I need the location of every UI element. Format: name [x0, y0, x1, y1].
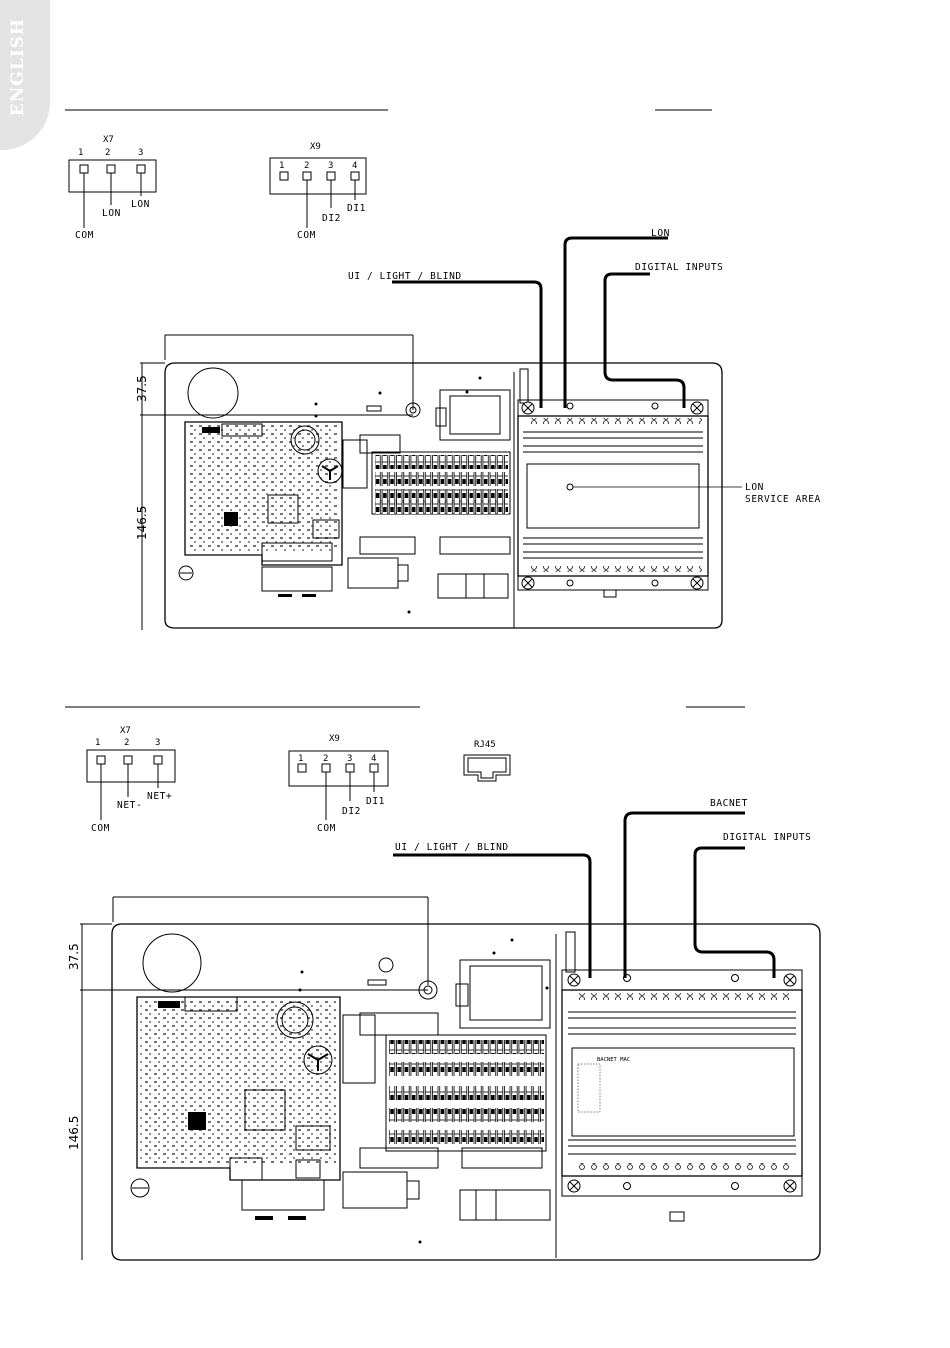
dim-lower: 146.5: [135, 506, 149, 540]
bottom-section: X7 1 2 3 COM NET- NET+ X9 1 2 3 4: [65, 707, 820, 1260]
bx9-pin-1: 1: [298, 754, 303, 764]
callout-bacnet: BACNET: [710, 798, 748, 809]
bx9-wire-di1: DI1: [366, 796, 385, 807]
bx7-wire-net-plus: NET+: [147, 791, 172, 802]
top-x9-connector: X9 1 2 3 4 COM DI2 DI1: [270, 142, 366, 241]
x9-pin-3: 3: [328, 161, 333, 171]
module-label: BACNET MAC: [597, 1057, 630, 1063]
bx9-pin-3: 3: [347, 754, 352, 764]
dim-upper: 37.5: [135, 375, 149, 402]
digital-inputs-leader: [605, 274, 684, 408]
bx7-pin-2: 2: [124, 738, 129, 748]
bottom-terminal-bank: [343, 960, 550, 1220]
x7-pin-2: 2: [105, 148, 110, 158]
callout-service-line2: SERVICE AREA: [745, 494, 821, 505]
x9-wire-di2: DI2: [322, 213, 341, 224]
x9-pin-4: 4: [352, 161, 357, 171]
bx9-wire-di2: DI2: [342, 806, 361, 817]
callout-b-ui-light-blind: UI / LIGHT / BLIND: [395, 842, 509, 853]
b-dim-lower: 146.5: [67, 1116, 81, 1150]
x7-pin-3: 3: [138, 148, 143, 158]
top-x7-connector: X7 1 2 3 COM LON LON: [69, 135, 156, 241]
callout-b-digital-inputs: DIGITAL INPUTS: [723, 832, 811, 843]
x9-wire-di1: DI1: [347, 203, 366, 214]
bx9-pin-4: 4: [371, 754, 376, 764]
callout-ui-light-blind: UI / LIGHT / BLIND: [348, 271, 462, 282]
x9-title: X9: [310, 142, 321, 152]
x9-pin-2: 2: [304, 161, 309, 171]
x7-title: X7: [103, 135, 114, 145]
x9-wire-com: COM: [297, 230, 316, 241]
top-section: X7 1 2 3 COM LON LON X9 1 2 3 4: [65, 110, 821, 630]
x7-pin-1: 1: [78, 148, 83, 158]
bx7-pin-1: 1: [95, 738, 100, 748]
x7-wire-lon-b: LON: [131, 199, 150, 210]
ui-light-blind-leader: [392, 282, 541, 408]
top-pcb: [179, 422, 342, 597]
rj45-connector: RJ45: [464, 740, 510, 781]
callout-service-line1: LON: [745, 482, 764, 493]
x7-wire-lon-a: LON: [102, 208, 121, 219]
bx7-wire-com: COM: [91, 823, 110, 834]
bottom-x9-connector: X9 1 2 3 4 COM DI2 DI1: [289, 734, 388, 834]
bottom-bacnet-module: BACNET MAC: [556, 932, 802, 1258]
rj45-label: RJ45: [474, 740, 496, 750]
bx9-wire-com: COM: [317, 823, 336, 834]
bottom-x7-connector: X7 1 2 3 COM NET- NET+: [87, 726, 175, 834]
bx9-title: X9: [329, 734, 340, 744]
callout-digital-inputs: DIGITAL INPUTS: [635, 262, 723, 273]
bx7-wire-net-minus: NET-: [117, 800, 142, 811]
bx7-pin-3: 3: [155, 738, 160, 748]
top-lon-module: LON SERVICE AREA: [514, 369, 821, 628]
x9-pin-1: 1: [279, 161, 284, 171]
bx7-title: X7: [120, 726, 131, 736]
bottom-pcb: [131, 997, 340, 1220]
b-digital-inputs-leader: [695, 848, 774, 978]
x7-wire-com: COM: [75, 230, 94, 241]
top-terminal-bank: [343, 390, 510, 598]
b-dim-upper: 37.5: [67, 943, 81, 970]
bx9-pin-2: 2: [323, 754, 328, 764]
